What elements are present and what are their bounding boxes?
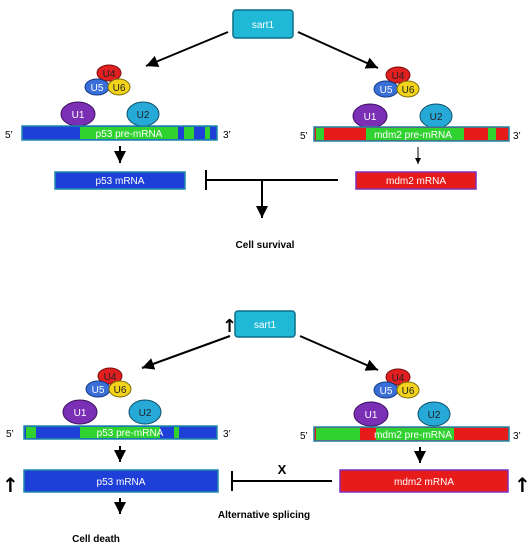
- bottom-p53-exon-left: [26, 427, 36, 438]
- bottom-p53-up-arrow: ↑: [2, 473, 19, 497]
- top-mdm2-pre-mrna-label: mdm2 pre-mRNA: [374, 130, 452, 141]
- bottom-mdm2-five-prime: 5’: [300, 431, 308, 442]
- bottom-left-u1-label: U1: [74, 408, 87, 419]
- top-mdm2-mrna-label: mdm2 mRNA: [386, 176, 446, 187]
- bottom-right-u5-label: U5: [380, 386, 393, 397]
- bottom-sart1-box: [234, 310, 296, 338]
- bottom-mdm2-pre-mrna-label: mdm2 pre-mRNA: [374, 430, 452, 441]
- bottom-sart1-label: sart1: [254, 320, 277, 331]
- bottom-right-u1: [353, 401, 389, 427]
- top-right-u6-label: U6: [402, 85, 415, 96]
- top-left-u2-label: U2: [137, 110, 150, 121]
- bottom-left-u2: [128, 399, 162, 425]
- top-mdm2-exon-small: [488, 128, 496, 140]
- bottom-left-u4: [97, 367, 123, 385]
- top-p53-pre-mrna-label: p53 pre-mRNA: [96, 129, 163, 140]
- bottom-left-u4-label: U4: [104, 372, 117, 383]
- bottom-right-u4-label: U4: [392, 373, 405, 384]
- bottom-splicing-label: Alternative splicing: [218, 510, 310, 521]
- top-outcome-label: Cell survival: [236, 240, 295, 251]
- top-mdm2-exon-left: [316, 128, 324, 140]
- top-sart1-box: [232, 9, 294, 39]
- bottom-p53-exon: [80, 427, 160, 438]
- top-right-u1-label: U1: [364, 112, 377, 123]
- bottom-sart1-up-arrow: ↑: [222, 316, 237, 337]
- top-left-u1-label: U1: [72, 110, 85, 121]
- top-p53-exon-small-2: [205, 127, 210, 139]
- top-right-u4: [385, 66, 411, 84]
- bottom-p53-three-prime: 3’: [223, 429, 231, 440]
- top-p53-exon: [80, 127, 178, 139]
- top-left-u4: [96, 64, 122, 82]
- top-left-u6-label: U6: [113, 83, 126, 94]
- bottom-mdm2-mrna-box: [339, 469, 509, 493]
- top-p53-mrna-box: [54, 171, 186, 190]
- bottom-p53-pre-mrna-label: p53 pre-mRNA: [97, 428, 164, 439]
- bottom-p53-five-prime: 5’: [6, 429, 14, 440]
- top-right-u2-label: U2: [430, 112, 443, 123]
- bottom-panel: ↑ sart1 U4 U5 U6 U1 U2 5’ p53 pre-mRNA 3…: [2, 310, 531, 545]
- bottom-p53-exon-small: [174, 427, 179, 438]
- top-sart1-label: sart1: [252, 20, 275, 31]
- top-p53-mrna-label: p53 mRNA: [96, 176, 145, 187]
- top-left-u5-label: U5: [91, 83, 104, 94]
- bottom-mdm2-exon: [376, 428, 454, 440]
- top-arrow-to-left: [145, 31, 229, 67]
- top-mdm2-three-prime: 3’: [513, 131, 521, 142]
- top-arrow-to-right: [297, 31, 379, 69]
- top-right-u4-label: U4: [392, 71, 405, 82]
- top-p53-five-prime: 5’: [5, 130, 13, 141]
- top-mdm2-five-prime: 5’: [300, 131, 308, 142]
- bottom-mdm2-mrna-label: mdm2 mRNA: [394, 477, 454, 488]
- bottom-left-u1: [62, 399, 98, 425]
- top-left-u4-label: U4: [103, 69, 116, 80]
- bottom-arrow-to-right: [299, 335, 379, 371]
- bottom-left-u6-label: U6: [114, 385, 127, 396]
- bottom-right-u4: [385, 368, 411, 386]
- bottom-mdm2-exon-left: [316, 428, 360, 440]
- top-mdm2-exon: [366, 128, 464, 140]
- bottom-right-u6-label: U6: [402, 386, 415, 397]
- bottom-block-mark: X: [278, 462, 287, 477]
- top-right-u6: [396, 80, 420, 98]
- bottom-p53-mrna-label: p53 mRNA: [97, 477, 146, 488]
- top-mdm2-mrna-box: [355, 171, 477, 190]
- bottom-mdm2-three-prime: 3’: [513, 431, 521, 442]
- bottom-left-u2-label: U2: [139, 408, 152, 419]
- bottom-arrow-to-left: [141, 335, 231, 370]
- top-right-u5-label: U5: [380, 85, 393, 96]
- bottom-outcome-label: Cell death: [72, 534, 120, 545]
- top-left-u6: [107, 78, 131, 96]
- bottom-right-u1-label: U1: [365, 410, 378, 421]
- bottom-right-u2: [417, 401, 451, 427]
- bottom-right-u6: [396, 381, 420, 399]
- bottom-left-u6: [108, 380, 132, 398]
- top-p53-three-prime: 3’: [223, 130, 231, 141]
- bottom-left-u5-label: U5: [92, 385, 105, 396]
- bottom-p53-mrna-box: [23, 469, 219, 493]
- bottom-right-u2-label: U2: [428, 410, 441, 421]
- top-p53-exon-small-1: [184, 127, 194, 139]
- bottom-mdm2-up-arrow: ↑: [514, 473, 531, 497]
- top-panel: sart1 U4 U5 U6 U1 U2 5’ p53 pre-mRNA 3’ …: [5, 9, 521, 251]
